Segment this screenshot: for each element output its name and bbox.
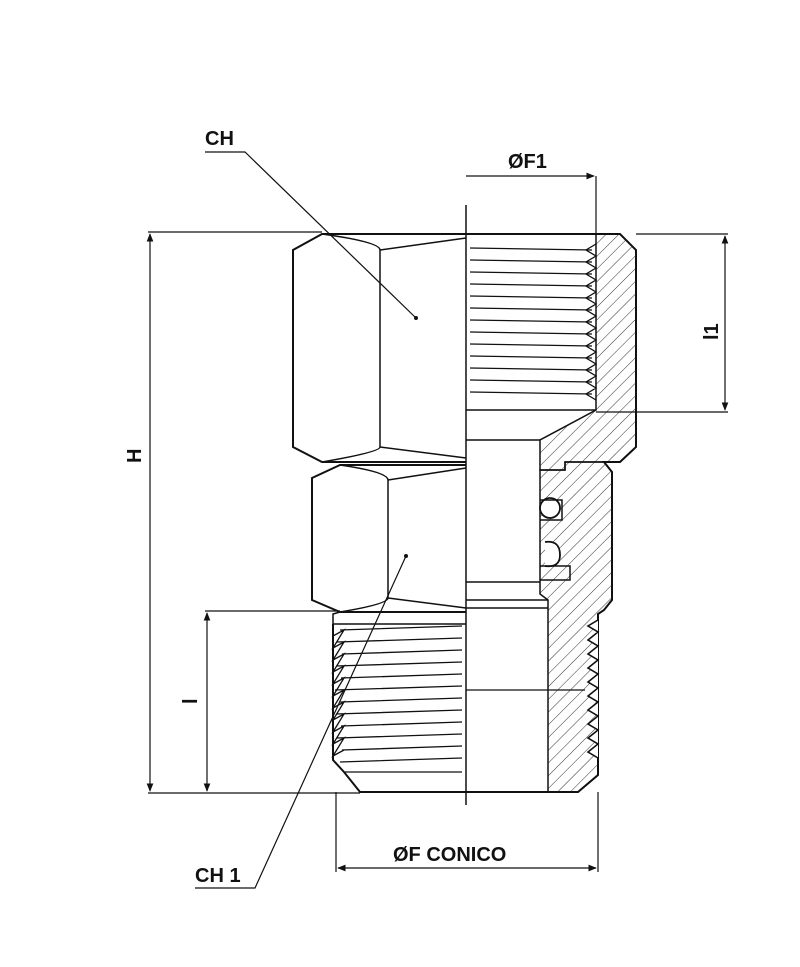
section-view <box>465 205 637 805</box>
male-thread-profile <box>586 619 600 759</box>
label-h: H <box>124 449 146 463</box>
label-f1: ØF1 <box>508 151 547 173</box>
hatched-wall-upper <box>539 233 637 471</box>
lower-hex-nut <box>311 464 466 613</box>
female-thread-lines <box>469 243 598 401</box>
o-ring-upper <box>539 497 561 519</box>
label-ch: CH <box>205 128 234 150</box>
label-f-conico: ØF CONICO <box>393 844 506 866</box>
male-thread-body <box>332 624 466 793</box>
label-l: l <box>180 698 202 704</box>
upper-hex-face-line <box>321 233 381 463</box>
male-thread-lines <box>331 625 463 773</box>
ch1-leader <box>195 555 407 889</box>
label-l1: l1 <box>701 323 723 340</box>
ch-leader <box>205 151 417 319</box>
upper-hex-nut <box>292 233 466 463</box>
exterior-view <box>292 233 467 793</box>
label-ch1: CH 1 <box>195 865 241 887</box>
dimensions <box>146 151 729 889</box>
